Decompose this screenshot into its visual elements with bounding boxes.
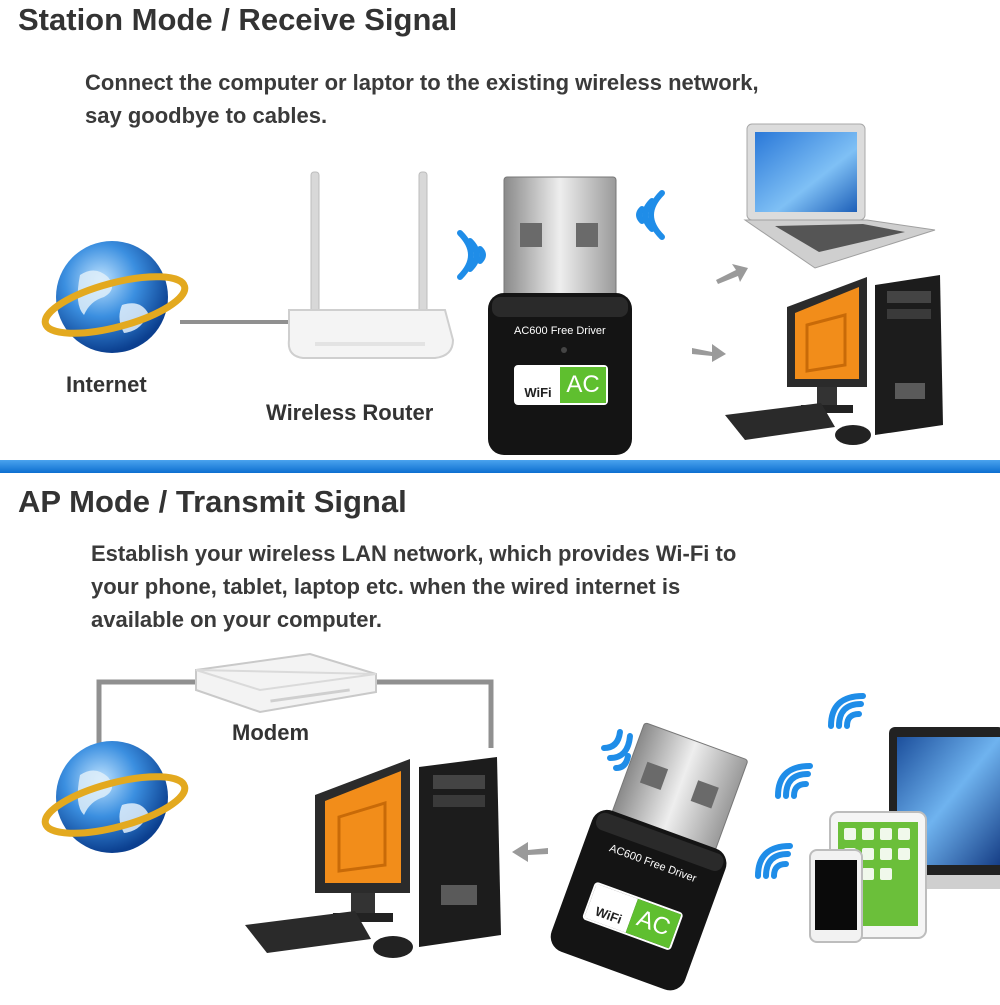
adapter-model-text: AC600 Free Driver: [514, 325, 606, 337]
wifi-signal-icon-bottom-3: [775, 763, 813, 799]
arrow-to-computer-icon: [512, 842, 548, 862]
ap-description-line-3: available on your computer.: [91, 607, 382, 632]
globe-icon-top: [41, 241, 189, 353]
desktop-computer-image-bottom: [245, 757, 501, 958]
ac-badge-text: AC: [560, 367, 606, 403]
usb-wifi-adapter-bottom: AC600 Free Driver WiFi AC: [523, 705, 787, 1005]
station-description-line-2: say goodbye to cables.: [85, 103, 328, 128]
desktop-computer-image-top: [725, 275, 943, 445]
arrow-to-laptop-icon: [716, 264, 748, 284]
ap-description-line-2: your phone, tablet, laptop etc. when the…: [91, 574, 681, 599]
globe-icon-bottom: [41, 741, 189, 853]
internet-label: Internet: [66, 372, 147, 397]
wifi-ac-badge: WiFi AC: [514, 365, 608, 405]
phone-image: [809, 849, 863, 943]
section-divider: [0, 460, 1000, 473]
ap-mode-title: AP Mode / Transmit Signal: [18, 484, 407, 519]
usb-adapter-body: [488, 176, 632, 455]
usb-adapter-body-bottom: [550, 722, 748, 991]
arrow-to-desktop-icon: [692, 344, 726, 362]
cable-globe-modem-computer: [96, 679, 494, 748]
station-description: Connect the computer or laptor to the ex…: [85, 66, 965, 132]
wifi-signal-icon-bottom-1: [601, 729, 633, 771]
station-mode-title: Station Mode / Receive Signal: [18, 2, 458, 37]
wifi-signal-icon-bottom-4: [755, 843, 793, 879]
wifi-signal-icon-right: [636, 190, 665, 240]
ap-description-line-1: Establish your wireless LAN network, whi…: [91, 541, 737, 566]
modem-image: [195, 652, 377, 714]
cable-globe-router: [180, 320, 292, 324]
wifi-badge-text: WiFi: [516, 367, 560, 403]
usb-wifi-adapter-top: AC600 Free Driver WiFi AC: [484, 175, 636, 457]
wifi-signal-icon-left: [457, 230, 486, 280]
laptop-image-top: [743, 123, 936, 269]
wireless-router-image: [287, 171, 455, 359]
station-description-line-1: Connect the computer or laptor to the ex…: [85, 70, 759, 95]
ap-description: Establish your wireless LAN network, whi…: [91, 537, 971, 636]
wifi-signal-icon-bottom-2: [828, 693, 866, 729]
wireless-router-label: Wireless Router: [266, 400, 434, 425]
modem-label: Modem: [232, 720, 309, 745]
